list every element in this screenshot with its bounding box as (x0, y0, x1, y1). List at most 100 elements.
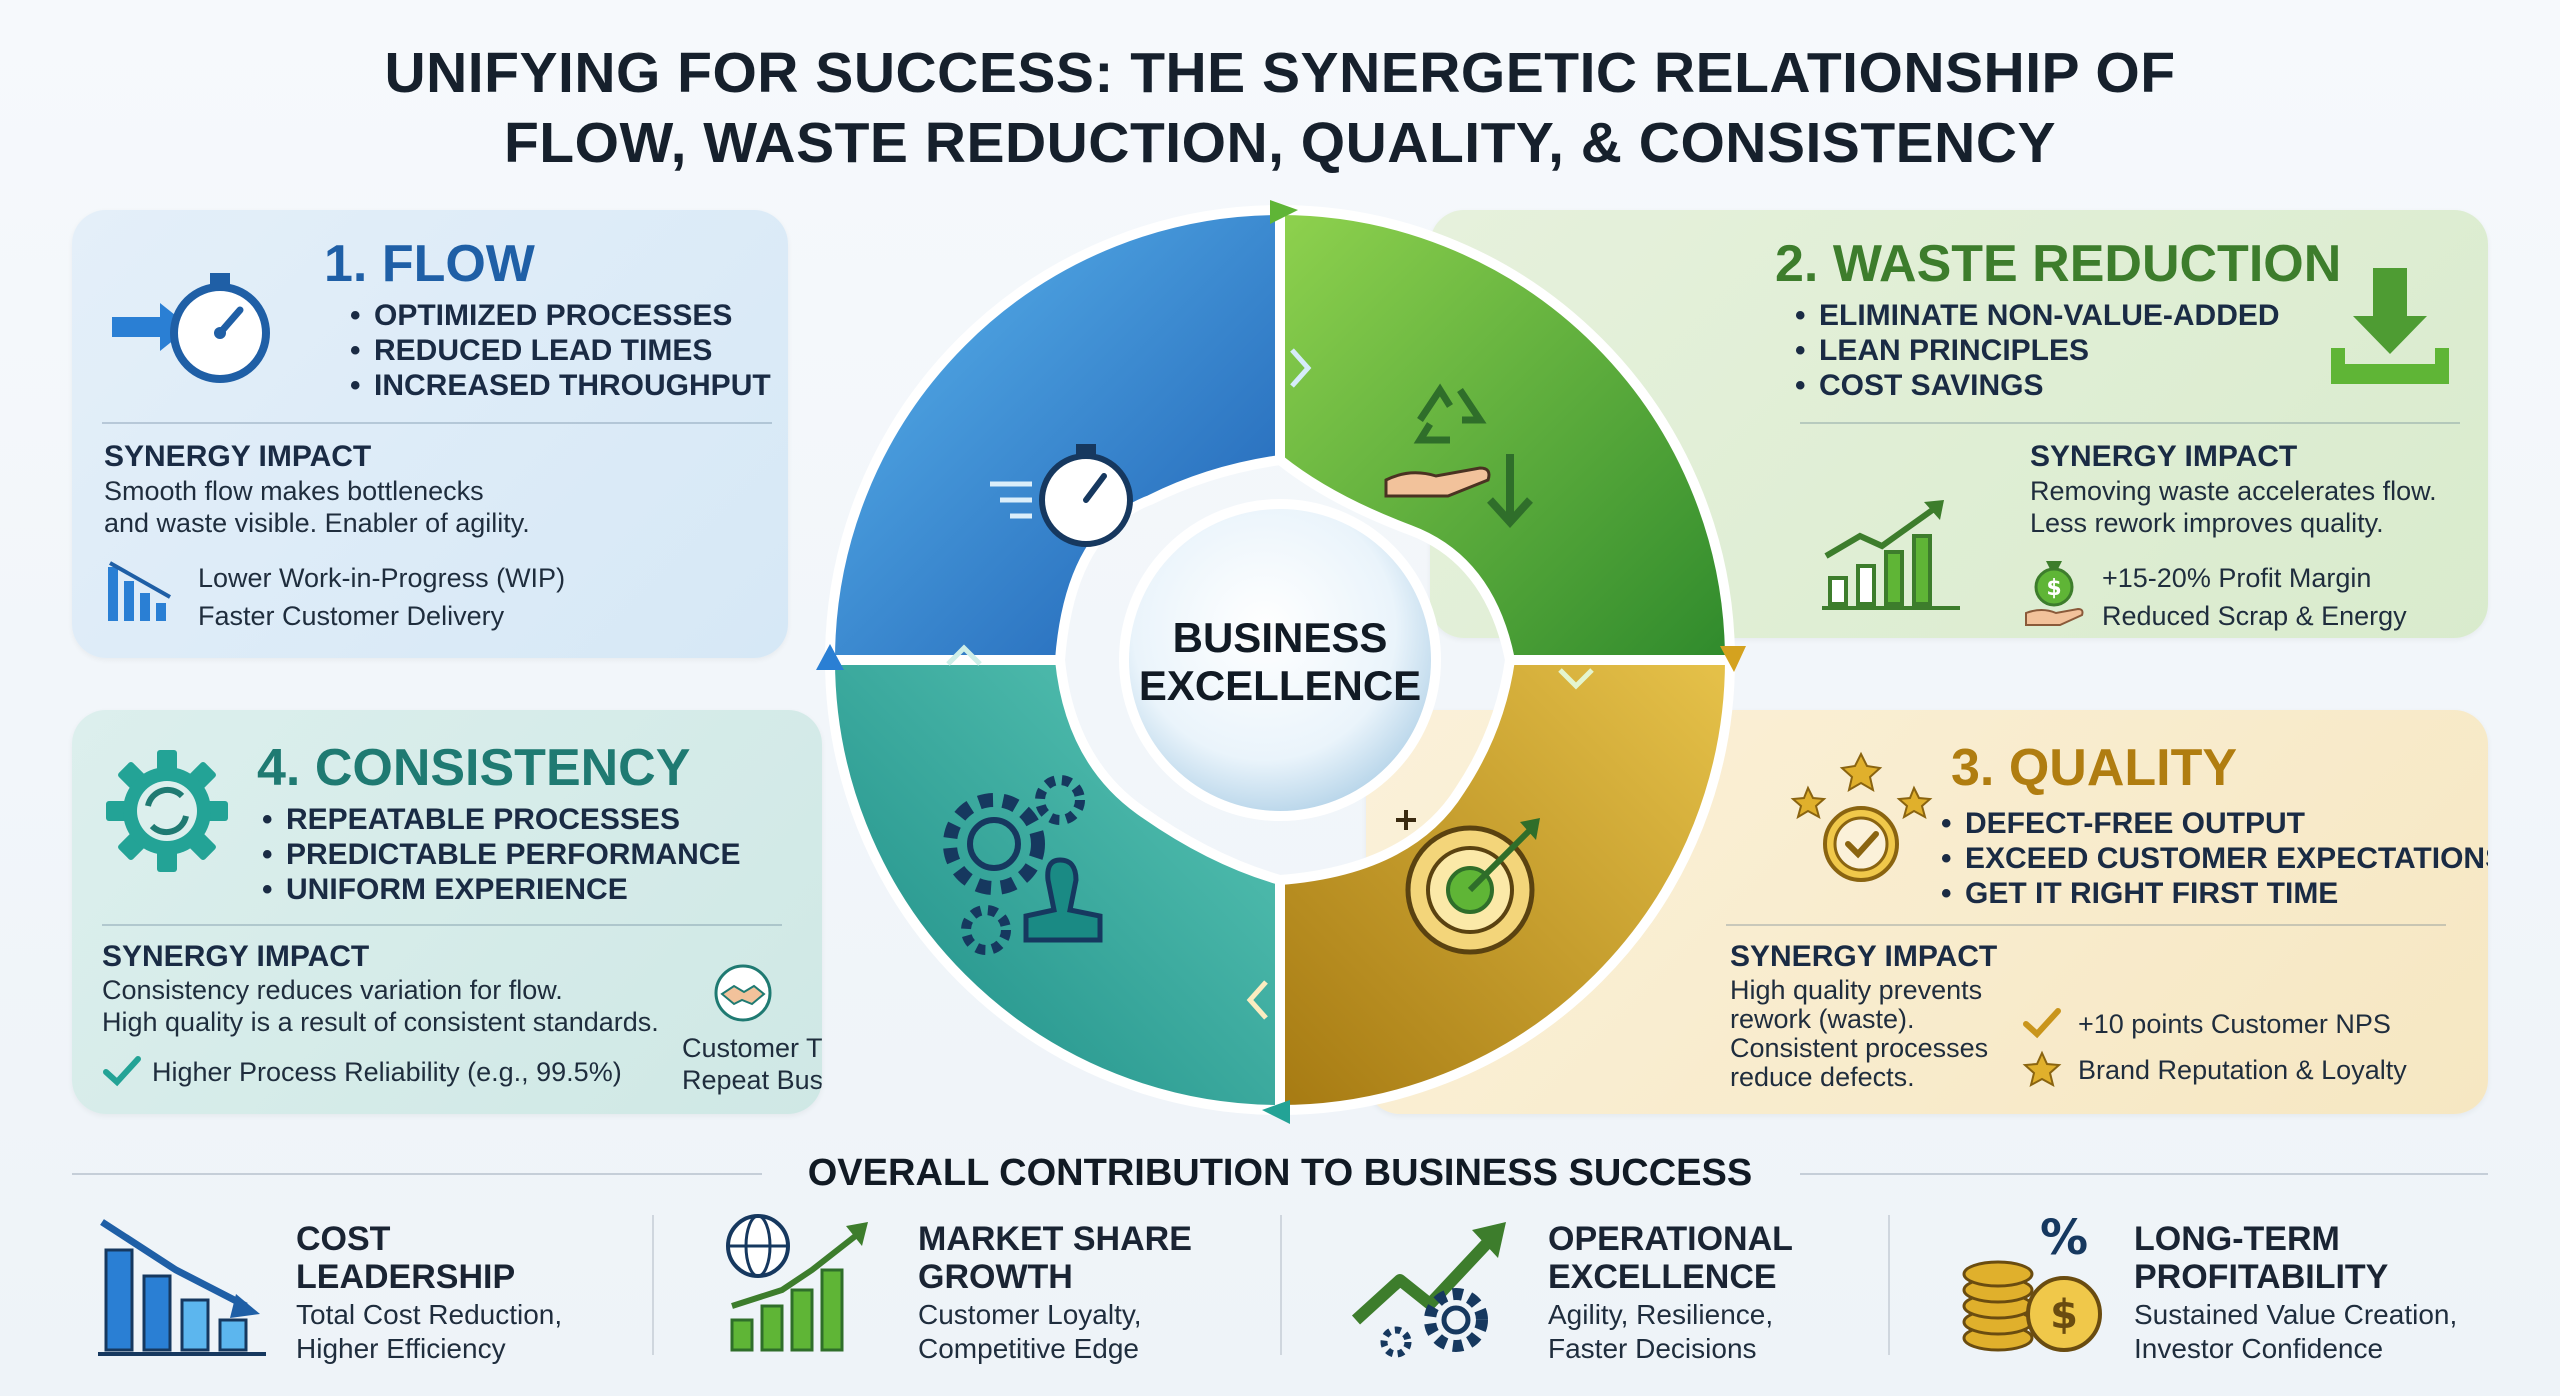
waste-bullet: ELIMINATE NON-VALUE-ADDED (1795, 298, 2280, 333)
flow-panel: 1. FLOW OPTIMIZED PROCESSES REDUCED LEAD… (72, 210, 788, 658)
cycle-arrow-icon (1262, 1100, 1290, 1124)
waste-bullet: COST SAVINGS (1795, 368, 2280, 403)
consistency-panel: 4. CONSISTENCY REPEATABLE PROCESSES PRED… (72, 710, 822, 1114)
download-tray-icon (2331, 268, 2449, 384)
waste-heading: 2. WASTE REDUCTION (1775, 235, 2342, 293)
money-hand-icon: $ (2025, 561, 2084, 626)
bottom-separator (652, 1215, 654, 1355)
waste-synergy-text-1: Removing waste accelerates flow. (2030, 476, 2437, 506)
quality-bullet: DEFECT-FREE OUTPUT (1941, 806, 2488, 841)
quality-synergy-text-4: reduce defects. (1730, 1062, 1915, 1092)
quality-divider (1726, 924, 2446, 926)
chevron-left-icon (1246, 980, 1268, 1020)
stopwatch-icon (990, 444, 1133, 547)
bottom-item-cost-leadership: COST LEADERSHIP Total Cost Reduction, Hi… (296, 1210, 626, 1370)
consistency-bullet: REPEATABLE PROCESSES (262, 802, 740, 837)
center-hub (1119, 499, 1441, 821)
chevron-right-icon (1290, 348, 1312, 388)
consistency-divider (102, 924, 782, 926)
consistency-bullet: PREDICTABLE PERFORMANCE (262, 837, 740, 872)
bottom-item-head: COST (296, 1220, 391, 1258)
flow-bullet: REDUCED LEAD TIMES (350, 333, 771, 368)
chevron-down-icon (1558, 668, 1594, 690)
checkmark-icon (2023, 1008, 2061, 1039)
consistency-bullet: UNIFORM EXPERIENCE (262, 872, 740, 907)
cost-down-chart-icon (98, 1219, 266, 1356)
bottom-item-head: PROFITABILITY (2134, 1258, 2389, 1296)
cycle-arrow-icon (1270, 200, 1298, 224)
bar-chart-down-icon (108, 561, 171, 621)
waste-segment (1275, 204, 1736, 665)
quality-synergy-text-1: High quality prevents (1730, 975, 1983, 1005)
consistency-synergy-text-1: Consistency reduces variation for flow. (102, 975, 563, 1005)
flow-synergy-text-2: and waste visible. Enabler of agility. (104, 508, 530, 538)
waste-metric-2: Reduced Scrap & Energy (2102, 601, 2407, 631)
quality-bullet: GET IT RIGHT FIRST TIME (1941, 876, 2488, 911)
bottom-item-sub: Competitive Edge (918, 1333, 1140, 1364)
quality-metric-1: +10 points Customer NPS (2078, 1009, 2391, 1039)
quality-synergy-text-3: Consistent processes (1730, 1033, 1989, 1063)
bottom-item-sub: Agility, Resilience, (1548, 1299, 1774, 1330)
consistency-metric-1: Higher Process Reliability (e.g., 99.5%) (152, 1057, 622, 1087)
waste-bullets: ELIMINATE NON-VALUE-ADDED LEAN PRINCIPLE… (1795, 298, 2280, 403)
flow-metric-1: Lower Work-in-Progress (WIP) (198, 563, 566, 593)
stopwatch-arrow-icon (112, 273, 270, 383)
consistency-metric-2a: Customer Trust & (682, 1033, 822, 1063)
globe-growth-icon (726, 1214, 868, 1352)
handshake-icon (714, 964, 772, 1022)
bottom-item-long-term-profitability: LONG-TERM PROFITABILITY Sustained Value … (2134, 1210, 2534, 1370)
bottom-item-head: LONG-TERM (2134, 1220, 2340, 1258)
bottom-item-head: EXCELLENCE (1548, 1258, 1777, 1296)
bottom-separator (1280, 1215, 1282, 1355)
quality-metric-2: Brand Reputation & Loyalty (2078, 1055, 2407, 1085)
bottom-item-sub: Customer Loyalty, (918, 1299, 1142, 1330)
waste-bullet: LEAN PRINCIPLES (1795, 333, 2280, 368)
bottom-item-sub: Sustained Value Creation, (2134, 1299, 2458, 1330)
bottom-rule-right (1800, 1173, 2488, 1175)
center-label-line-2: EXCELLENCE (1139, 662, 1421, 709)
bottom-rule-left (72, 1173, 762, 1175)
gear-growth-icon (1351, 1222, 1506, 1358)
title-line-2: FLOW, WASTE REDUCTION, QUALITY, & CONSIS… (503, 111, 2057, 175)
star-icon (2022, 1050, 2062, 1087)
waste-synergy-title: SYNERGY IMPACT (2030, 440, 2298, 473)
checkmark-icon (103, 1056, 141, 1087)
waste-synergy-text-2: Less rework improves quality. (2030, 508, 2384, 538)
bottom-item-operational-excellence: OPERATIONAL EXCELLENCE Agility, Resilien… (1548, 1210, 1878, 1370)
bottom-item-sub: Higher Efficiency (296, 1333, 506, 1364)
gears-stamp-icon (943, 775, 1103, 955)
quality-bullet: EXCEED CUSTOMER EXPECTATIONS (1941, 841, 2488, 876)
flow-segment (824, 204, 1285, 665)
cycle-diagram: BUSINESS EXCELLENCE (816, 200, 1746, 1124)
bottom-item-head: LEADERSHIP (296, 1258, 516, 1296)
quality-synergy-title: SYNERGY IMPACT (1730, 940, 1998, 973)
bottom-item-market-share-growth: MARKET SHARE GROWTH Customer Loyalty, Co… (918, 1210, 1248, 1370)
center-label-line-1: BUSINESS (1173, 614, 1388, 661)
waste-divider (1800, 422, 2460, 424)
waste-metric-1: +15-20% Profit Margin (2102, 563, 2372, 593)
stars-badge-icon (1790, 751, 1933, 882)
flow-heading: 1. FLOW (324, 235, 535, 293)
target-icon (1396, 810, 1540, 955)
cycle-arrow-icon (1720, 646, 1746, 672)
flow-metric-2: Faster Customer Delivery (198, 601, 505, 631)
bottom-item-sub: Total Cost Reduction, (296, 1299, 563, 1330)
gear-cycle-icon (106, 750, 228, 872)
recycle-hand-icon (1384, 383, 1533, 528)
bottom-item-head: OPERATIONAL (1548, 1220, 1793, 1258)
svg-text:$: $ (2046, 576, 2061, 601)
consistency-bullets: REPEATABLE PROCESSES PREDICTABLE PERFORM… (262, 802, 740, 907)
title-line-1: UNIFYING FOR SUCCESS: THE SYNERGETIC REL… (384, 41, 2176, 105)
quality-bullets: DEFECT-FREE OUTPUT EXCEED CUSTOMER EXPEC… (1941, 806, 2488, 911)
quality-heading: 3. QUALITY (1951, 739, 2238, 797)
bottom-item-sub: Investor Confidence (2134, 1333, 2384, 1364)
consistency-metric-2b: Repeat Business (682, 1065, 822, 1095)
flow-synergy-text-1: Smooth flow makes bottlenecks (104, 476, 484, 506)
growth-chart-icon (1822, 500, 1960, 610)
chevron-up-icon (946, 644, 982, 666)
bottom-separator (1888, 1215, 1890, 1355)
bottom-item-head: GROWTH (918, 1258, 1073, 1296)
consistency-synergy-text-2: High quality is a result of consistent s… (102, 1007, 659, 1037)
coins-percent-icon: $ % (1962, 1210, 2102, 1352)
bottom-item-sub: Faster Decisions (1548, 1333, 1757, 1364)
